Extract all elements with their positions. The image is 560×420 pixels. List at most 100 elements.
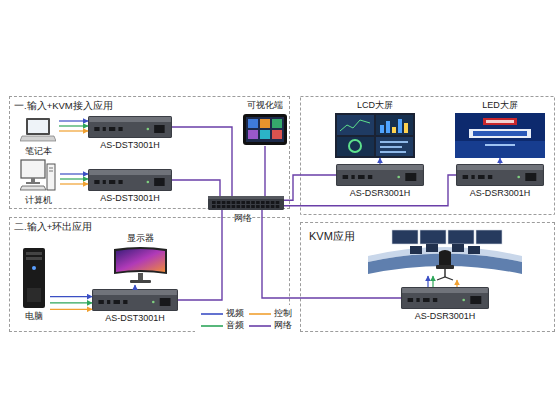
device-box-graphic-part-part: [89, 122, 171, 137]
device-box-graphic-part-part: [488, 175, 492, 179]
network-switch-graphic-part-part: [237, 205, 241, 208]
legend-label: 控制: [274, 308, 292, 319]
control-desk: [368, 230, 522, 280]
control-desk-part: [448, 230, 474, 244]
monitor-icon-graphic: [113, 246, 168, 284]
signal-line: [379, 158, 380, 164]
device-box-graphic-part-part: [103, 180, 106, 184]
device-box-graphic-part-part: [402, 293, 488, 308]
tablet-icon-graphic-part: [243, 114, 287, 145]
legend-line: [249, 324, 271, 328]
device-box: AS-DST3001H: [92, 289, 178, 311]
tablet-icon-graphic-part-part: [272, 119, 282, 128]
led-screen-graphic-part-part: [485, 144, 515, 146]
device-box-graphic-part-part: [470, 296, 481, 304]
device-box-graphic-part-part: [118, 127, 122, 131]
node-label: 网络: [228, 213, 258, 224]
tablet-icon-graphic: [243, 114, 287, 145]
legend-line: [201, 325, 223, 327]
node-label: 电脑: [14, 311, 54, 322]
group-heading: 一.输入+KVM接入应用: [14, 100, 234, 113]
legend-label: 视频: [226, 308, 244, 319]
laptop-icon-graphic-part: [20, 117, 56, 143]
signal-line: [50, 309, 92, 310]
device-box-graphic-part-part: [358, 175, 365, 179]
device-box-graphic: [92, 289, 178, 311]
network-switch-graphic-part-part: [212, 201, 216, 204]
led-screen-graphic: [455, 113, 545, 158]
device-box-graphic-part-part: [337, 170, 423, 185]
device-box-graphic-part-part: [337, 165, 423, 170]
device-box-graphic-part-part: [423, 298, 430, 302]
pc-tower-graphic: [23, 248, 45, 308]
control-desk-part: [410, 246, 422, 254]
device-box-graphic-part-part: [416, 298, 419, 302]
monitor-icon-graphic-part: [113, 246, 168, 284]
lcd-screen-graphic: [335, 113, 415, 158]
device-box-graphic-part-part: [89, 170, 171, 175]
network-switch-graphic-part-part: [276, 205, 280, 208]
signal-line: [50, 296, 92, 297]
tablet-icon-graphic-part-part: [260, 130, 270, 139]
led-screen-graphic-part-part: [486, 120, 514, 123]
network-switch-graphic-part-part: [246, 201, 250, 204]
lcd-screen-graphic-part-part: [337, 115, 374, 135]
led-screen-graphic-part-part: [455, 113, 545, 158]
device-box-graphic-part-part: [336, 164, 424, 186]
device-box-graphic: [88, 116, 172, 138]
device-box-graphic-part-part: [401, 287, 489, 309]
lcd-screen-graphic-part-part: [404, 123, 408, 133]
device-box: AS-DST3001H: [88, 116, 172, 138]
lcd-screen-graphic-part-part: [380, 141, 408, 143]
pc-tower-graphic-part: [23, 248, 45, 308]
lcd-screen-graphic-part-part: [380, 146, 402, 148]
led-screen: LED大屏: [452, 100, 548, 158]
network-line: [172, 127, 232, 196]
device-box-graphic-part-part: [456, 164, 544, 186]
lcd-screen-graphic-part-part: [376, 137, 413, 156]
device-box-graphic-part-part: [89, 175, 171, 190]
signal-line: [59, 125, 88, 126]
network-switch-graphic-part-part: [251, 205, 255, 208]
device-box: AS-DSR3001H: [456, 164, 544, 186]
computer-icon-graphic-part-part: [31, 178, 35, 182]
network-switch-graphic-part-part: [241, 201, 245, 204]
device-box-graphic-part-part: [109, 127, 115, 131]
control-desk-part: [476, 230, 502, 244]
network-switch-graphic-part-part: [232, 201, 236, 204]
network-switch-graphic-part-part: [256, 205, 260, 208]
device-box-graphic: [88, 169, 172, 191]
device-box-graphic-part-part: [88, 169, 172, 191]
device-box-graphic-part-part: [408, 298, 414, 302]
laptop-icon: 笔记本: [17, 115, 59, 159]
device-box-graphic-part-part: [147, 181, 150, 183]
device-box-graphic-part-part: [103, 127, 106, 131]
lcd-screen-graphic-part-part: [337, 137, 374, 156]
device-box-graphic-part-part: [397, 176, 400, 178]
legend-line: [201, 313, 223, 315]
legend-label: 网络: [274, 320, 292, 331]
tablet-icon-graphic-part-part: [246, 117, 284, 142]
pc-tower-graphic-part-part: [26, 252, 42, 255]
device-box-graphic-part-part: [109, 180, 115, 184]
laptop-icon-graphic-part-part: [28, 120, 48, 133]
network-switch-graphic-part: [208, 196, 284, 210]
device-box-graphic-part-part: [114, 300, 120, 304]
device-box-graphic-part-part: [89, 117, 171, 122]
device-box-graphic-part-part: [98, 300, 103, 304]
group-frame: 一.输入+KVM接入应用笔记本AS-DST3001H计算机AS-DST3001H: [9, 96, 290, 209]
device-box-graphic-part-part: [154, 178, 165, 186]
network-switch-graphic-part-part: [261, 205, 265, 208]
lcd-screen-graphic-part-part: [349, 140, 361, 152]
computer-icon-graphic: [20, 158, 56, 192]
pc-tower: 电脑: [18, 248, 50, 324]
device-box-graphic-part-part: [525, 173, 536, 181]
lcd-screen-graphic-part-part: [380, 125, 384, 133]
network-switch-graphic-part-part: [227, 205, 231, 208]
network-line: [264, 146, 265, 196]
node-label: LED大屏: [452, 100, 548, 111]
signal-line: [134, 285, 135, 289]
device-box-graphic-part-part: [433, 298, 437, 302]
